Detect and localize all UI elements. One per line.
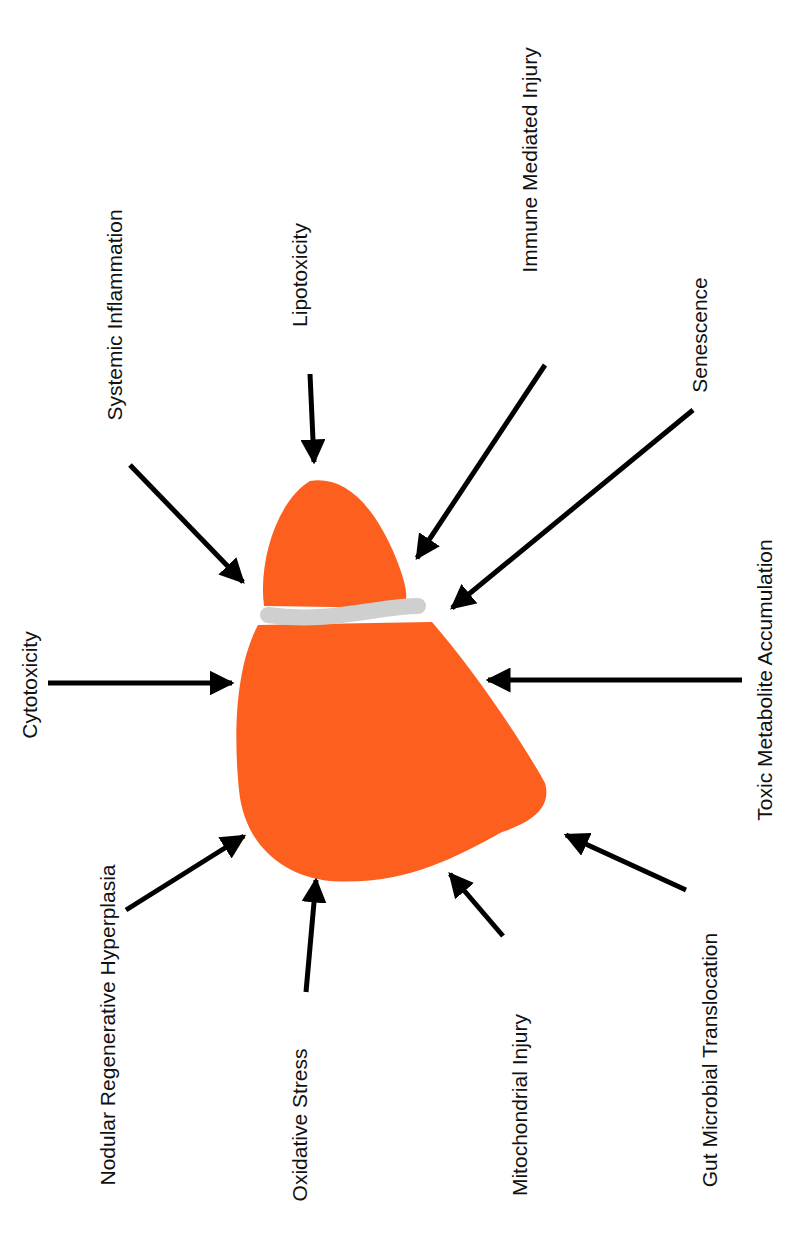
- arrow: [488, 678, 742, 683]
- arrow: [306, 880, 316, 992]
- mechanism-label: Toxic Metabolite Accumulation: [753, 539, 776, 820]
- arrow: [450, 874, 503, 936]
- arrow: [48, 681, 232, 686]
- mechanism-label: Senescence: [688, 277, 711, 393]
- arrow: [417, 365, 545, 558]
- mechanism-label: Oxidative Stress: [288, 1049, 311, 1202]
- mechanism-label: Mitochondrial Injury: [508, 1014, 531, 1196]
- liver-small-lobe: [263, 480, 406, 608]
- mechanism-label: Immune Mediated Injury: [518, 47, 541, 272]
- arrow: [452, 410, 693, 608]
- mechanism-label: Lipotoxicity: [288, 223, 311, 327]
- arrow: [310, 374, 314, 462]
- arrows: [48, 365, 742, 992]
- arrow: [566, 835, 686, 890]
- mechanism-label: Systemic Inflammation: [103, 209, 126, 420]
- arrow: [126, 836, 244, 910]
- liver-ligament: [268, 606, 418, 618]
- mechanism-label: Nodular Regenerative Hyperplasia: [96, 864, 119, 1185]
- liver-large-lobe: [236, 622, 546, 882]
- mechanism-label: Gut Microbial Translocation: [698, 933, 721, 1187]
- mechanism-label: Cytotoxicity: [18, 631, 41, 738]
- arrow: [130, 465, 243, 582]
